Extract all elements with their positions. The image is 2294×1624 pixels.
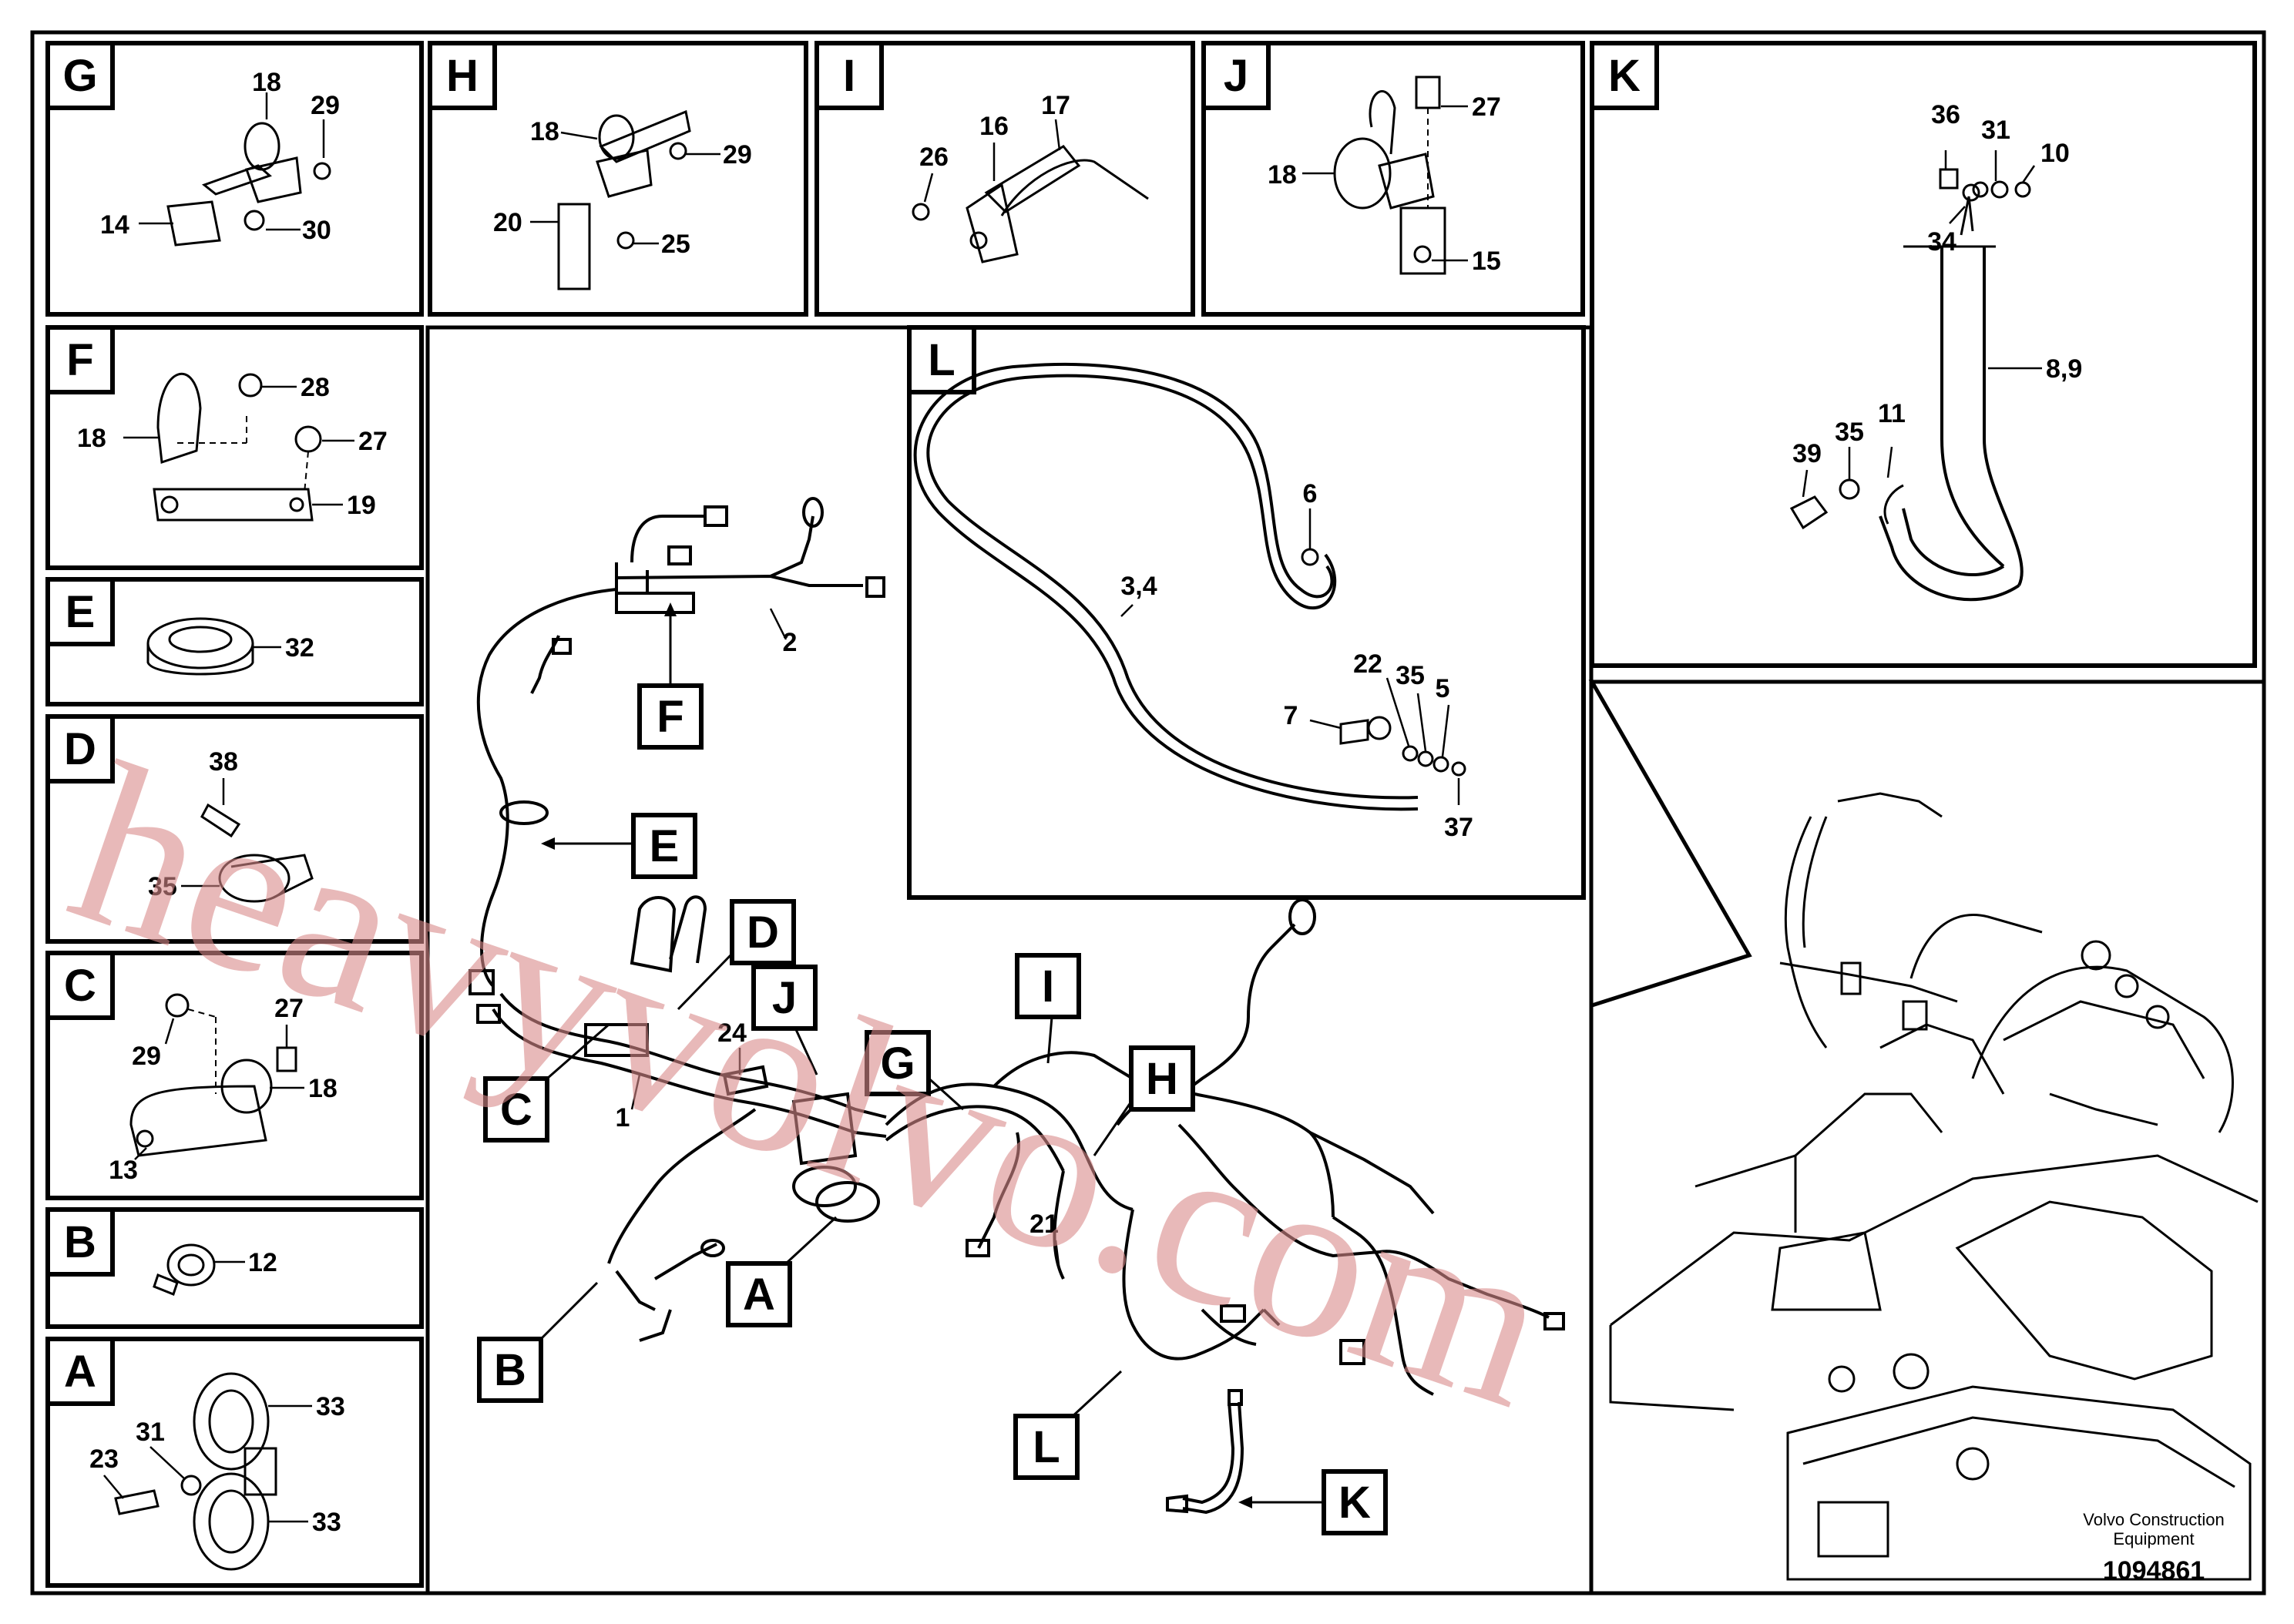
panel-i-letter: I	[843, 51, 855, 101]
callout-f-28: 28	[301, 373, 330, 402]
panel-f: F 28 18 27 19	[45, 325, 424, 570]
callout-l-37: 37	[1444, 813, 1473, 842]
tag-k: K	[1338, 1478, 1371, 1528]
watermark: heavyvolvo.com	[45, 715, 1580, 1457]
callout-h-25: 25	[661, 230, 690, 259]
panel-b-letter: B	[64, 1217, 96, 1267]
callout-k-31: 31	[1981, 116, 2010, 145]
callout-k-36: 36	[1931, 100, 1960, 129]
panel-d: D 38 35	[45, 714, 424, 944]
callout-main-1: 1	[616, 1103, 630, 1132]
callout-c-13: 13	[109, 1156, 138, 1185]
callout-j-18: 18	[1268, 160, 1297, 190]
callout-h-18: 18	[530, 117, 559, 146]
callout-l-5: 5	[1436, 674, 1450, 703]
panel-d-letter: D	[64, 724, 96, 774]
panel-j: J 27 18 15	[1201, 41, 1585, 317]
panel-a-letter: A	[64, 1347, 96, 1397]
callout-g-18: 18	[252, 68, 281, 97]
callout-main-21: 21	[1029, 1210, 1059, 1239]
callout-i-26: 26	[919, 143, 949, 172]
panel-l-letter: L	[928, 335, 955, 385]
callout-k-34: 34	[1927, 227, 1956, 257]
callout-a-31: 31	[136, 1418, 165, 1447]
callout-main-24: 24	[717, 1018, 747, 1048]
main-callouts: 2 1 24 21	[616, 608, 1061, 1272]
panel-b: B 12	[45, 1207, 424, 1329]
panel-h: H 18 29 20 25	[428, 41, 808, 317]
callout-f-27: 27	[358, 427, 388, 456]
panel-c-letter: C	[64, 961, 96, 1011]
callout-j-27: 27	[1472, 92, 1501, 122]
panel-k: K 36 31 10 34 8,9 35 11 39	[1590, 41, 2257, 668]
tag-c: C	[500, 1085, 532, 1135]
panel-a: A 33 31 23 33	[45, 1337, 424, 1588]
callout-k-11: 11	[1878, 399, 1906, 428]
callout-i-17: 17	[1041, 91, 1070, 120]
callout-g-14: 14	[100, 210, 129, 240]
panel-k-letter: K	[1608, 51, 1641, 101]
callout-f-19: 19	[347, 491, 376, 520]
callout-main-2: 2	[783, 628, 798, 657]
callout-i-16: 16	[979, 112, 1009, 141]
callout-d-38: 38	[209, 747, 238, 777]
callout-f-18: 18	[77, 424, 106, 453]
callout-k-8-9: 8,9	[2046, 354, 2082, 384]
tag-d: D	[747, 908, 779, 958]
callout-l-6: 6	[1303, 479, 1318, 508]
callout-k-39: 39	[1792, 439, 1822, 468]
tag-h: H	[1146, 1054, 1178, 1104]
panel-e-letter: E	[65, 587, 96, 637]
callout-k-35: 35	[1835, 418, 1864, 447]
tag-e: E	[650, 821, 680, 871]
callout-e-32: 32	[285, 633, 314, 663]
panel-j-letter: J	[1224, 51, 1248, 101]
credit-line-2: Equipment	[2113, 1529, 2194, 1549]
callout-c-18: 18	[308, 1074, 338, 1103]
callout-c-27: 27	[274, 994, 304, 1023]
callout-l-35: 35	[1396, 661, 1425, 690]
panel-l: L 6 3,4 22 35 5 7 37	[907, 325, 1586, 900]
callout-j-15: 15	[1472, 247, 1501, 276]
tag-f: F	[657, 692, 683, 742]
overview-machine-drawing	[1588, 679, 2265, 1581]
callout-a-33-bottom: 33	[312, 1508, 341, 1537]
credit-line-1: Volvo Construction	[2083, 1510, 2224, 1529]
callout-h-20: 20	[493, 208, 522, 237]
callout-d-35: 35	[148, 872, 177, 901]
document-number: 1094861	[2103, 1556, 2205, 1585]
panel-g: G 18 29 14 30	[45, 41, 424, 317]
panel-g-letter: G	[62, 51, 97, 101]
callout-c-29: 29	[132, 1042, 161, 1071]
callout-a-33-top: 33	[316, 1392, 345, 1421]
callout-h-29: 29	[723, 140, 752, 169]
callout-b-12: 12	[248, 1248, 277, 1277]
callout-g-30: 30	[302, 216, 331, 245]
panel-h-letter: H	[446, 51, 479, 101]
callout-a-23: 23	[89, 1444, 119, 1474]
main-tags: F E D J I G H C A B	[477, 602, 1388, 1535]
panel-f-letter: F	[66, 335, 93, 385]
tag-j: J	[772, 973, 797, 1023]
tag-l: L	[1033, 1422, 1060, 1472]
tag-i: I	[1042, 961, 1054, 1012]
tag-b: B	[494, 1345, 526, 1395]
panel-i: I 17 16 26	[814, 41, 1195, 317]
callout-l-7: 7	[1284, 701, 1298, 730]
callout-g-29: 29	[311, 91, 340, 120]
callout-l-3-4: 3,4	[1120, 572, 1157, 601]
callout-l-22: 22	[1353, 649, 1382, 679]
panel-e: E 32	[45, 577, 424, 706]
tag-a: A	[743, 1270, 775, 1320]
callout-k-10: 10	[2040, 139, 2070, 168]
tag-g: G	[880, 1038, 915, 1089]
panel-c: C 27 29 18 13	[45, 951, 424, 1200]
